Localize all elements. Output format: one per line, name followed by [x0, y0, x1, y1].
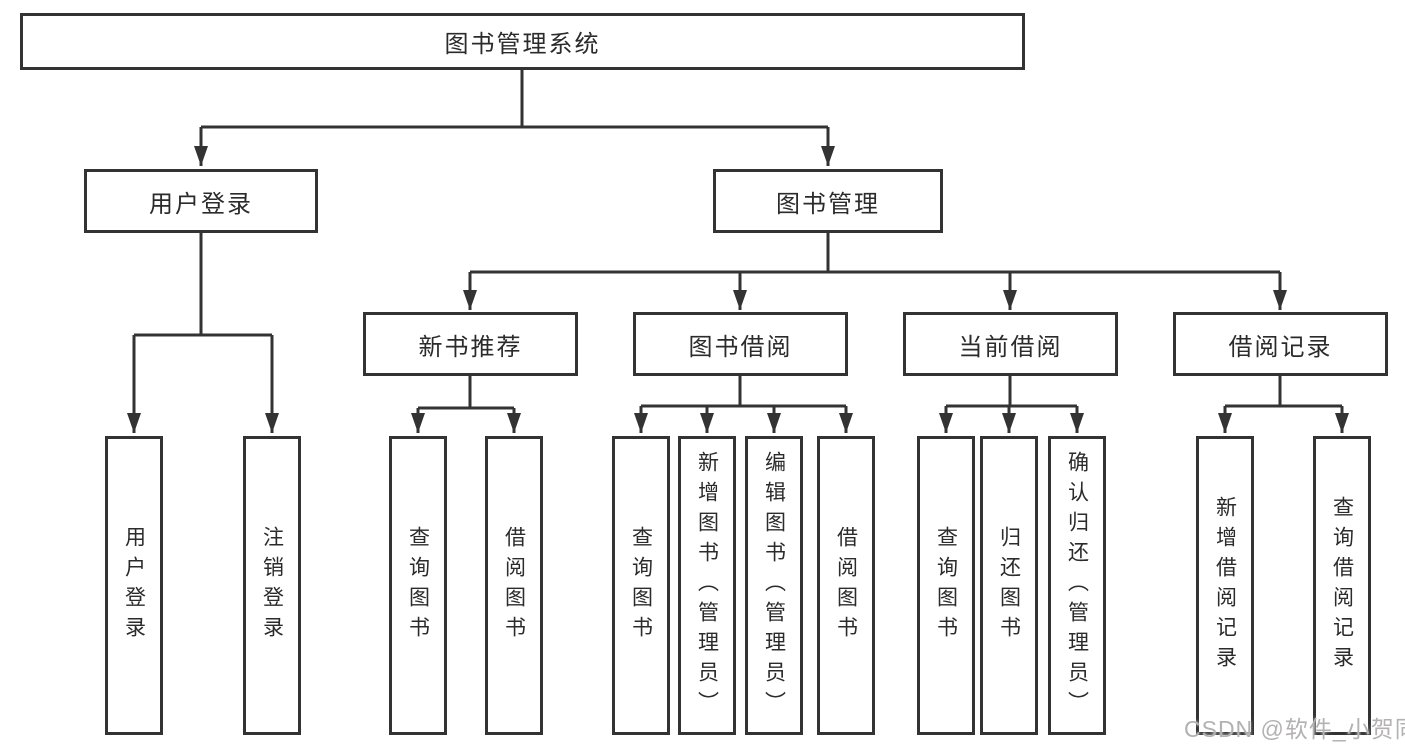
node-bb-query-books: 查询图书 [612, 436, 670, 735]
node-br-query-record-label: 查询借阅记录 [1330, 495, 1354, 676]
node-rec-borrow-books-label: 借阅图书 [502, 525, 526, 646]
node-user-login-leaf-label: 用户登录 [122, 525, 146, 646]
node-bb-borrow-books: 借阅图书 [817, 436, 875, 735]
node-new-book-recommendation-label: 新书推荐 [418, 333, 523, 361]
node-rec-borrow-books: 借阅图书 [485, 436, 543, 735]
node-user-login-leaf: 用户登录 [105, 436, 163, 735]
node-new-book-recommendation: 新书推荐 [363, 312, 578, 376]
node-borrowing-records-label: 借阅记录 [1228, 333, 1333, 361]
node-bb-add-books-admin: 新增图书（管理员） [678, 436, 736, 735]
node-br-add-record: 新增借阅记录 [1196, 436, 1254, 735]
node-logout-leaf-label: 注销登录 [260, 525, 284, 646]
node-book-management-label: 图书管理 [776, 190, 880, 218]
node-current-borrowing-label: 当前借阅 [958, 333, 1063, 361]
node-cb-return-books: 归还图书 [980, 436, 1038, 735]
node-bb-borrow-books-label: 借阅图书 [834, 525, 858, 646]
node-bb-add-books-admin-label: 新增图书（管理员） [695, 450, 719, 721]
node-user-login-label: 用户登录 [149, 190, 253, 218]
node-cb-query-books-label: 查询图书 [934, 525, 958, 646]
node-bb-query-books-label: 查询图书 [629, 525, 653, 646]
node-book-management: 图书管理 [713, 169, 943, 233]
csdn-watermark: CSDN @软件_小贺同学 [1184, 716, 1405, 742]
node-library-system-label: 图书管理系统 [444, 31, 601, 58]
node-rec-query-books-label: 查询图书 [406, 525, 430, 646]
node-cb-query-books: 查询图书 [917, 436, 975, 735]
node-bb-edit-books-admin-label: 编辑图书（管理员） [762, 450, 786, 721]
node-borrowing-records: 借阅记录 [1173, 312, 1388, 376]
node-bb-edit-books-admin: 编辑图书（管理员） [745, 436, 803, 735]
node-user-login: 用户登录 [84, 169, 318, 233]
node-cb-return-books-label: 归还图书 [997, 525, 1021, 646]
node-cb-confirm-return-admin: 确认归还（管理员） [1048, 436, 1106, 735]
node-rec-query-books: 查询图书 [389, 436, 447, 735]
node-br-add-record-label: 新增借阅记录 [1213, 495, 1237, 676]
node-cb-confirm-return-admin-label: 确认归还（管理员） [1065, 450, 1089, 721]
node-book-borrowing: 图书借阅 [633, 312, 848, 376]
node-br-query-record: 查询借阅记录 [1313, 436, 1371, 735]
node-current-borrowing: 当前借阅 [903, 312, 1118, 376]
node-library-system: 图书管理系统 [20, 13, 1025, 70]
node-book-borrowing-label: 图书借阅 [688, 333, 793, 361]
node-logout-leaf: 注销登录 [243, 436, 301, 735]
